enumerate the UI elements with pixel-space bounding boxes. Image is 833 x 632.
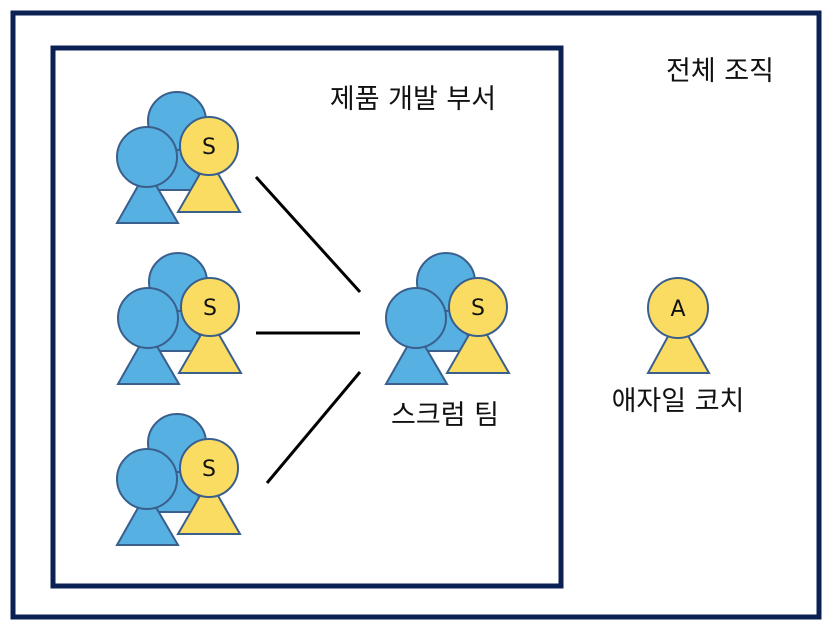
agile-coach-label: 애자일 코치	[612, 386, 745, 417]
connector-line-top	[254, 175, 362, 294]
connector-line-bottom	[265, 371, 362, 484]
scrum-master-badge: S	[471, 296, 485, 321]
scrum-master-icon: S	[445, 277, 511, 374]
department-frame	[50, 45, 564, 589]
scrum-master-badge: S	[202, 135, 216, 160]
organization-frame	[10, 10, 822, 620]
product-team-1: S	[115, 91, 242, 224]
team-member-front-icon	[384, 287, 449, 385]
product-team-3: S	[115, 413, 242, 546]
agile-coach-badge: A	[670, 297, 685, 322]
department-label: 제품 개발 부서	[330, 84, 496, 115]
scrum-team-label: 스크럼 팀	[391, 400, 499, 431]
scrum-master-icon: S	[176, 116, 242, 213]
scrum-master-icon: S	[177, 277, 243, 374]
agile-coach-icon: A	[646, 277, 711, 374]
scrum-master-badge: S	[203, 296, 217, 321]
agile-coach: A	[646, 277, 711, 374]
product-team-2: S	[116, 252, 243, 385]
organization-label: 전체 조직	[666, 56, 774, 87]
team-member-front-icon	[115, 126, 180, 224]
team-member-front-icon	[116, 287, 181, 385]
team-member-front-icon	[115, 448, 180, 546]
scrum-master-icon: S	[176, 438, 242, 535]
scrum-team: S	[384, 252, 511, 385]
scrum-master-badge: S	[202, 457, 216, 482]
